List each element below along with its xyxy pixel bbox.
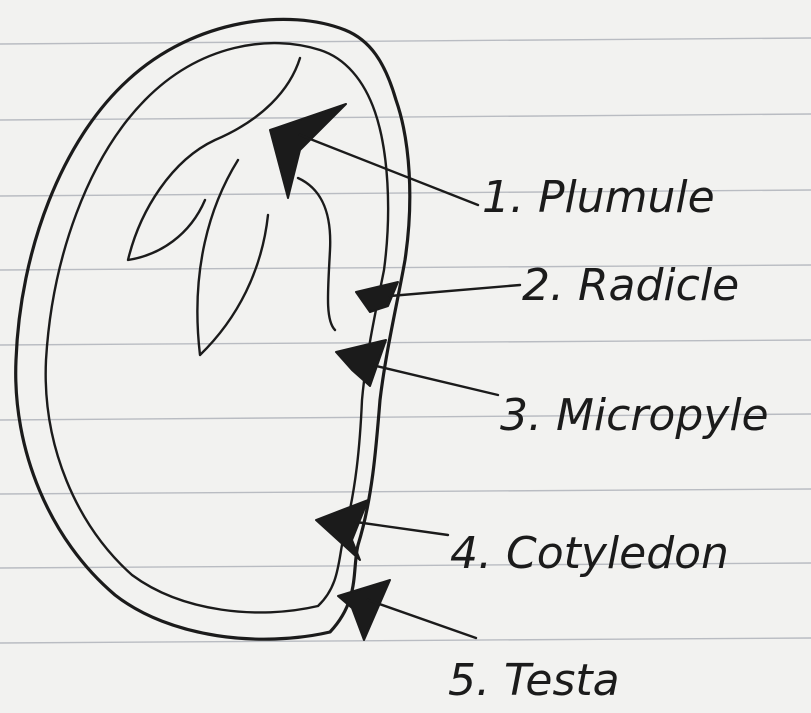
- testa-label: 5. Testa: [448, 655, 620, 706]
- micropyle-label: 3. Micropyle: [500, 390, 769, 441]
- micropyle-arrowhead: [336, 340, 386, 386]
- ruled-line: [0, 340, 811, 345]
- ruled-line: [0, 489, 811, 494]
- embryo-axis: [298, 178, 335, 330]
- arrowheads: [270, 104, 398, 640]
- ruled-line: [0, 38, 811, 44]
- plumule-shape: [128, 58, 335, 355]
- ruled-line: [0, 638, 811, 643]
- plumule-label: 1. Plumule: [482, 172, 715, 223]
- micropyle-leader-line: [372, 365, 498, 395]
- cotyledon-leader-line: [356, 522, 448, 535]
- labels: 1. Plumule 2. Radicle 3. Micropyle 4. Co…: [448, 172, 769, 706]
- radicle-leader-line: [390, 285, 520, 296]
- plumule-leaf: [197, 160, 268, 355]
- testa-leader-line: [368, 600, 476, 638]
- radicle-label: 2. Radicle: [522, 260, 739, 311]
- plumule-leaf: [128, 58, 300, 260]
- ruled-line: [0, 114, 811, 120]
- cotyledon-label: 4. Cotyledon: [450, 528, 729, 579]
